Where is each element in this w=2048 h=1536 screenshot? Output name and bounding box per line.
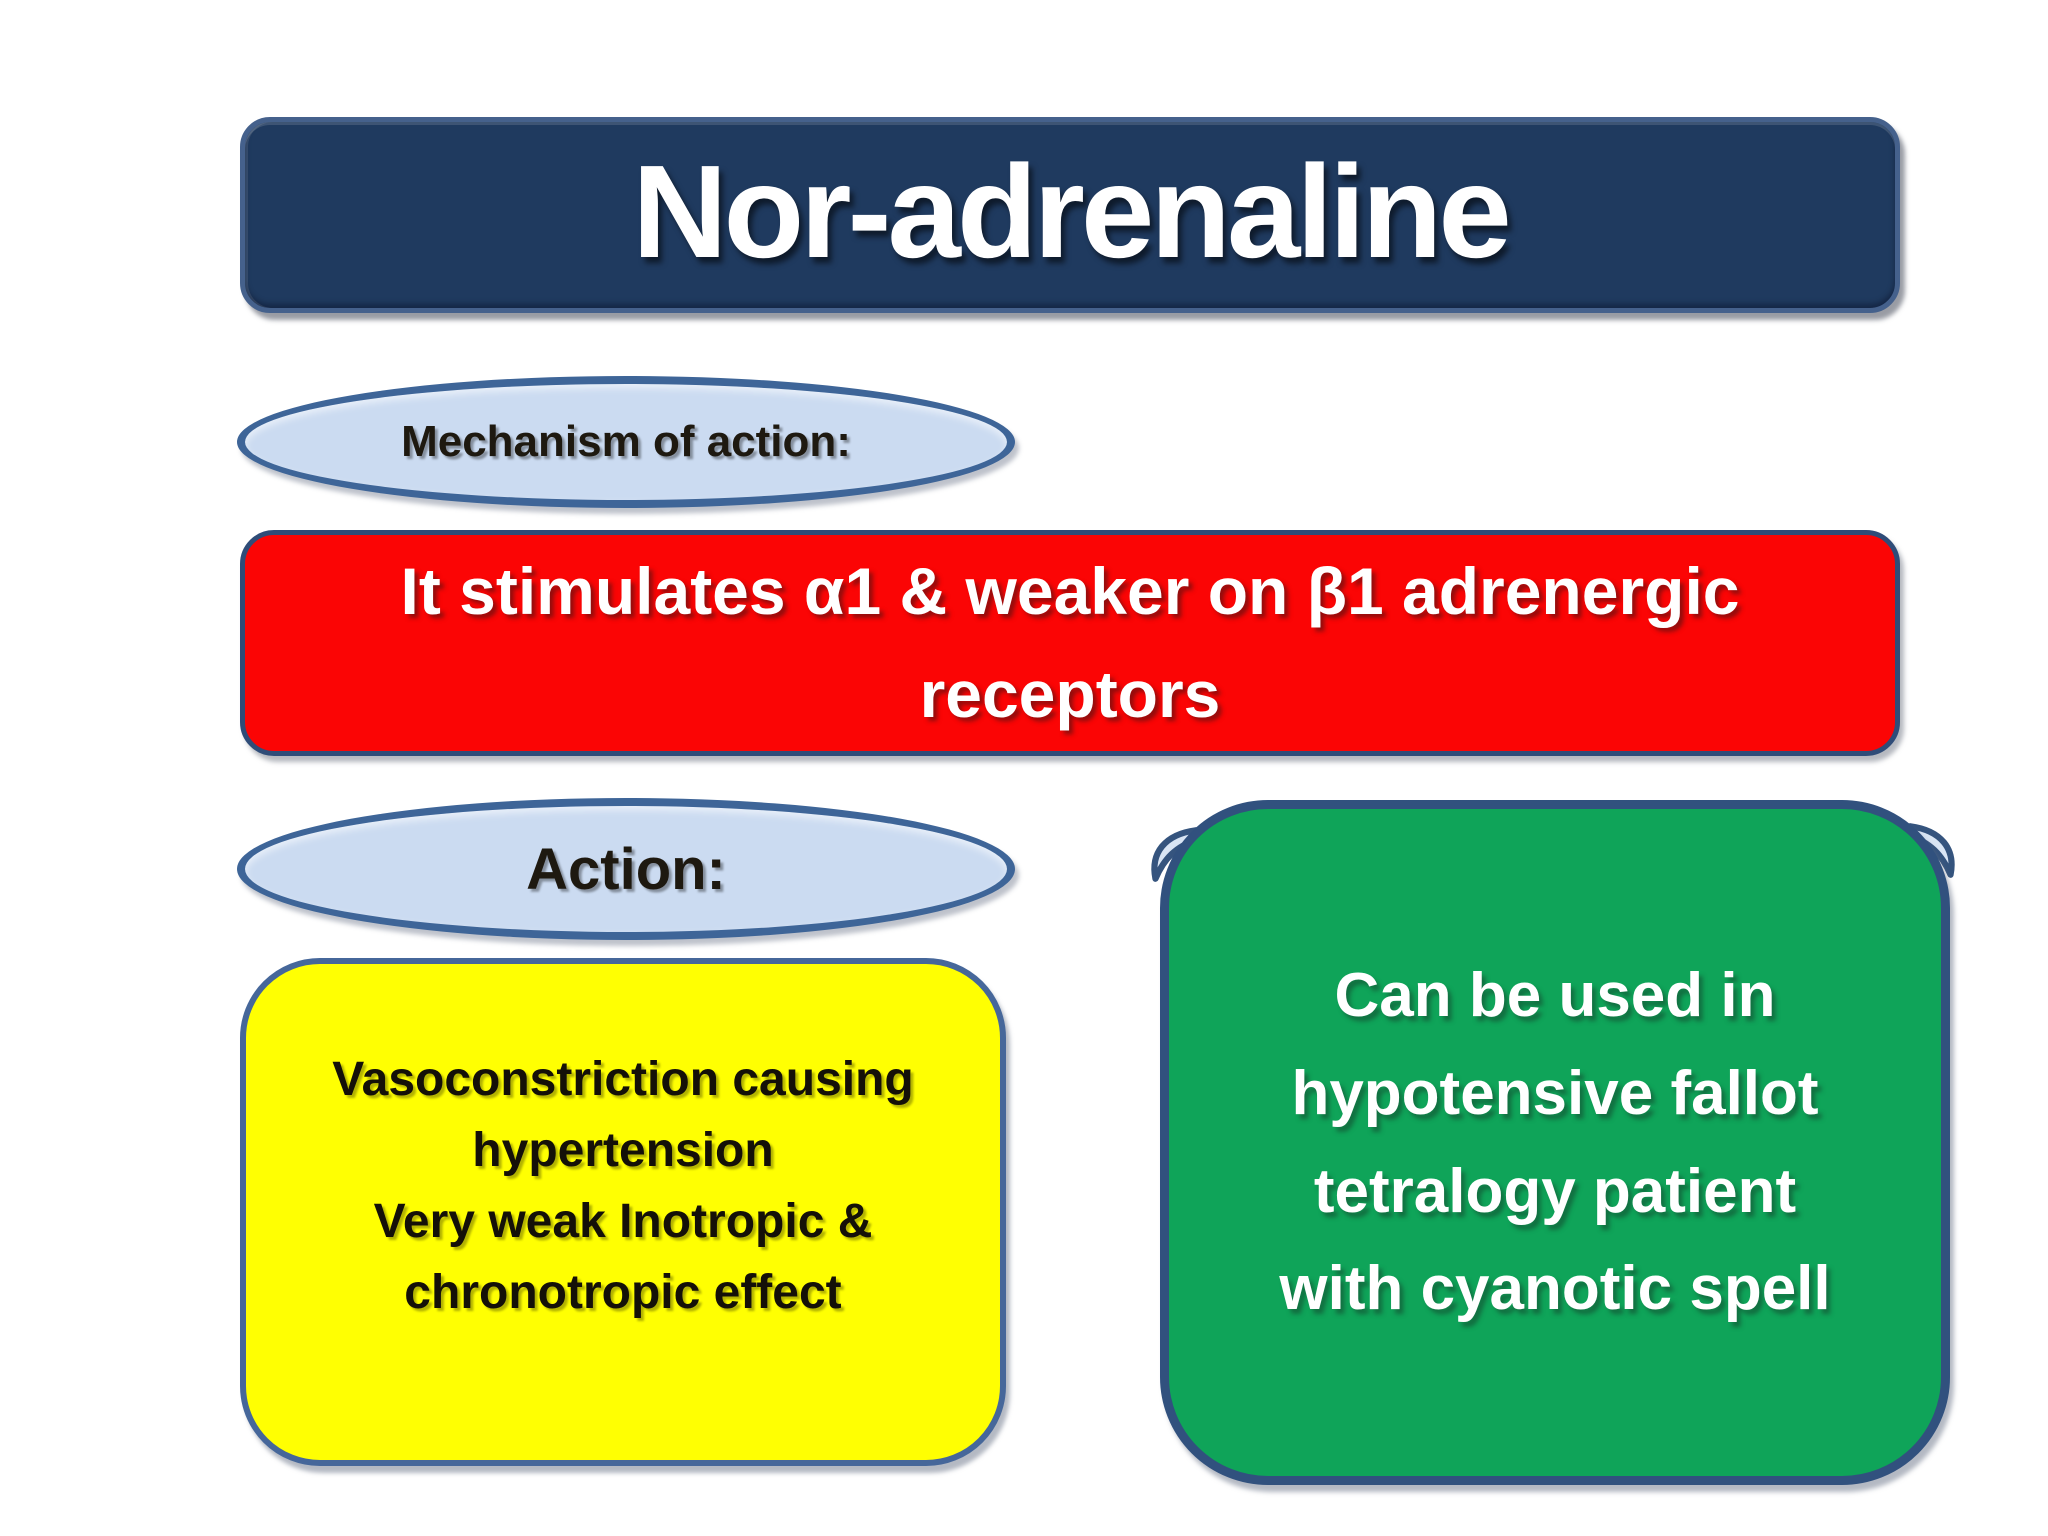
mechanism-statement-box: It stimulates α1 & weaker on β1 adrenerg… [240,530,1900,756]
action-effects-box: Vasoconstriction causing hypertension Ve… [240,958,1006,1466]
clinical-use-box: Can be used in hypotensive fallot tetral… [1160,800,1950,1485]
action-effects-text: Vasoconstriction causing hypertension Ve… [332,1052,914,1320]
action-label-ellipse: Action: [237,798,1015,940]
clinical-use-text: Can be used in hypotensive fallot tetral… [1279,960,1831,1324]
title-box: Nor-adrenaline [240,117,1900,313]
slide-title: Nor-adrenaline [632,137,1512,285]
mechanism-label: Mechanism of action: [401,417,851,466]
mechanism-label-ellipse: Mechanism of action: [237,376,1015,508]
mechanism-statement: It stimulates α1 & weaker on β1 adrenerg… [400,554,1740,731]
action-label: Action: [526,836,726,902]
